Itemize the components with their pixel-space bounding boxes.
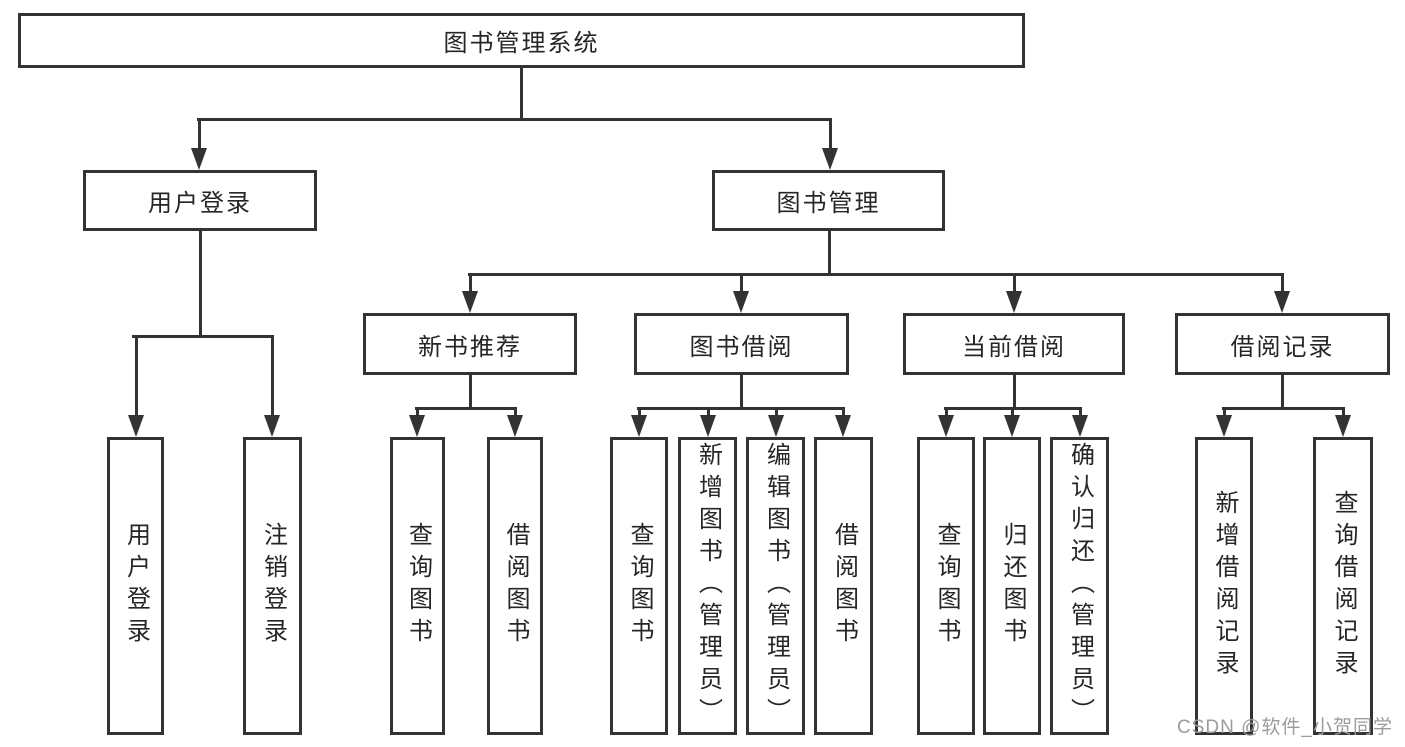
connector-arrow-shaft (468, 276, 472, 293)
node-add-borrow-record: 新增借阅记录 (1195, 437, 1253, 735)
node-label: 借阅图书 (502, 522, 529, 650)
node-label: 确认归还（管理员） (1066, 442, 1094, 730)
node-query-books-current: 查询图书 (917, 437, 975, 735)
connector-arrow-shaft (270, 338, 274, 417)
connector-stem (1012, 373, 1016, 410)
node-label: 借阅记录 (1230, 333, 1335, 361)
node-current-borrow: 当前借阅 (903, 313, 1125, 375)
node-label: 编辑图书（管理员） (762, 442, 790, 730)
connector-stem (1280, 373, 1284, 410)
arrowhead-down-icon (1006, 291, 1022, 313)
node-borrow-records: 借阅记录 (1175, 313, 1390, 375)
connector-arrow-shaft (739, 276, 743, 293)
arrowhead-down-icon (507, 415, 523, 437)
connector-stem (827, 229, 831, 276)
node-label: 归还图书 (999, 522, 1026, 650)
node-root: 图书管理系统 (18, 13, 1025, 68)
connector-arrow-shaft (197, 121, 201, 150)
node-query-books-borrow: 查询图书 (610, 437, 668, 735)
connector-rail (132, 335, 274, 338)
connector-stem (198, 229, 202, 338)
arrowhead-down-icon (409, 415, 425, 437)
node-borrow-books-leaf: 借阅图书 (814, 437, 873, 735)
node-return-books: 归还图书 (983, 437, 1041, 735)
watermark: CSDN @软件_小贺同学 (1177, 717, 1393, 738)
connector-arrow-shaft (513, 410, 517, 417)
connector-arrow-shaft (1078, 410, 1082, 417)
node-label: 查询图书 (404, 522, 432, 650)
arrowhead-down-icon (128, 415, 144, 437)
connector-arrow-shaft (1280, 276, 1284, 293)
node-add-book-admin: 新增图书（管理员） (678, 437, 737, 735)
arrowhead-down-icon (1004, 415, 1020, 437)
arrowhead-down-icon (1335, 415, 1351, 437)
node-label: 当前借阅 (962, 333, 1066, 361)
connector-arrow-shaft (828, 121, 832, 150)
node-label: 查询借阅记录 (1330, 490, 1357, 682)
arrowhead-down-icon (822, 148, 838, 170)
arrowhead-down-icon (835, 415, 851, 437)
connector-arrow-shaft (944, 410, 948, 417)
node-user-login-leaf: 用户登录 (107, 437, 164, 735)
arrowhead-down-icon (1072, 415, 1088, 437)
connector-rail (1222, 407, 1345, 410)
node-user-login: 用户登录 (83, 170, 317, 231)
arrowhead-down-icon (768, 415, 784, 437)
node-book-borrow: 图书借阅 (634, 313, 849, 375)
connector-arrow-shaft (774, 410, 778, 417)
connector-rail (637, 407, 845, 410)
connector-arrow-shaft (1222, 410, 1226, 417)
connector-arrow-shaft (415, 410, 419, 417)
node-label: 查询图书 (626, 522, 653, 650)
node-book-management: 图书管理 (712, 170, 945, 231)
arrowhead-down-icon (1216, 415, 1232, 437)
node-label: 图书管理系统 (443, 30, 600, 57)
node-label: 用户登录 (122, 522, 150, 650)
connector-arrow-shaft (1341, 410, 1345, 417)
connector-rail (944, 407, 1082, 410)
connector-arrow-shaft (637, 410, 641, 417)
node-label: 注销登录 (259, 522, 287, 650)
node-label: 图书管理 (776, 190, 881, 217)
node-label: 新书推荐 (418, 333, 522, 361)
node-confirm-return-admin: 确认归还（管理员） (1050, 437, 1109, 735)
node-label: 查询图书 (933, 522, 960, 650)
connector-arrow-shaft (706, 410, 710, 417)
node-new-book-recommend: 新书推荐 (363, 313, 577, 375)
node-borrow-books-recommend: 借阅图书 (487, 437, 543, 735)
arrowhead-down-icon (1274, 291, 1290, 313)
connector-stem (739, 373, 743, 410)
node-edit-book-admin: 编辑图书（管理员） (746, 437, 805, 735)
connector-arrow-shaft (841, 410, 845, 417)
arrowhead-down-icon (631, 415, 647, 437)
connector-stem (468, 373, 472, 410)
connector-arrow-shaft (1010, 410, 1014, 417)
node-label: 用户登录 (148, 190, 252, 217)
node-logout-leaf: 注销登录 (243, 437, 302, 735)
node-label: 借阅图书 (830, 522, 858, 650)
connector-stem (519, 66, 523, 121)
connector-rail (415, 407, 517, 410)
node-label: 新增借阅记录 (1211, 490, 1238, 682)
arrowhead-down-icon (462, 291, 478, 313)
node-label: 图书借阅 (689, 333, 794, 361)
arrowhead-down-icon (733, 291, 749, 313)
connector-arrow-shaft (1012, 276, 1016, 293)
node-label: 新增图书（管理员） (694, 442, 722, 730)
arrowhead-down-icon (191, 148, 207, 170)
node-query-books-recommend: 查询图书 (390, 437, 445, 735)
arrowhead-down-icon (264, 415, 280, 437)
connector-rail (468, 273, 1284, 276)
arrowhead-down-icon (700, 415, 716, 437)
connector-arrow-shaft (134, 338, 138, 417)
node-query-borrow-record: 查询借阅记录 (1313, 437, 1373, 735)
arrowhead-down-icon (938, 415, 954, 437)
connector-rail (197, 118, 832, 121)
